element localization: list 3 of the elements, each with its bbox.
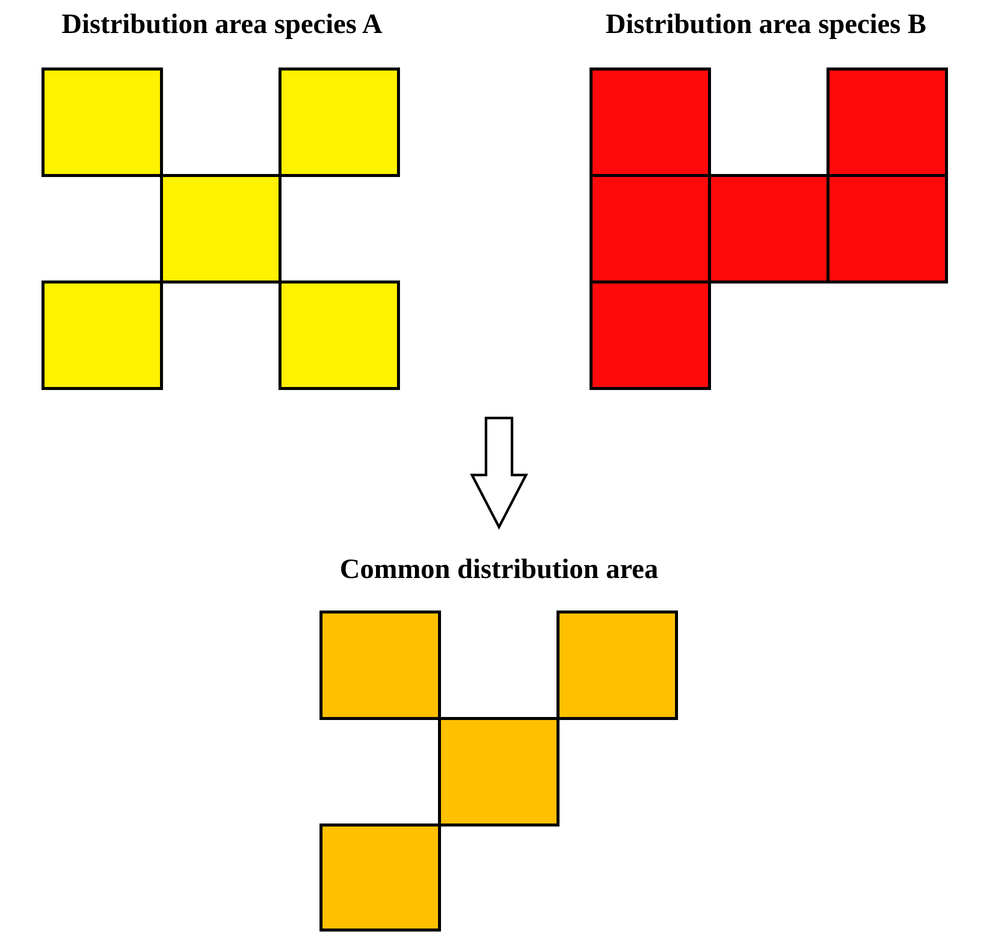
heading: Distribution area species A [62, 10, 382, 41]
heading: Distribution area species B [606, 10, 926, 41]
heading: Common distribution area [340, 555, 658, 586]
